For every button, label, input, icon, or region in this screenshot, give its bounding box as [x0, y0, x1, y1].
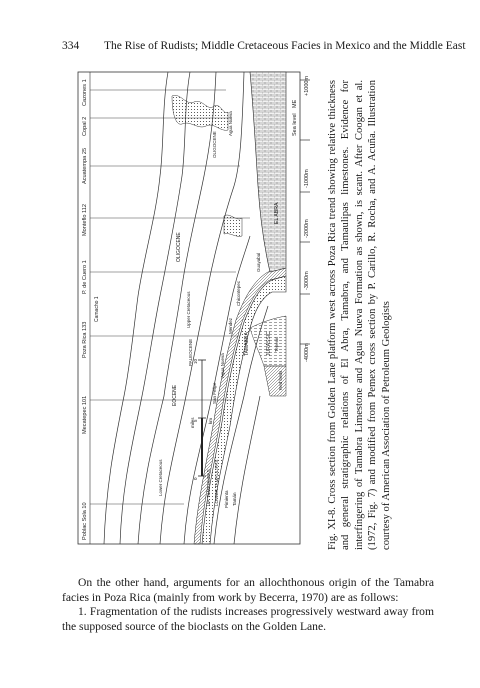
well-label: Acuatempa 25: [82, 148, 88, 184]
body-text: On the other hand, arguments for an allo…: [62, 576, 434, 634]
paragraph: On the other hand, arguments for an allo…: [62, 576, 434, 604]
formation-label: TAMABRA: [244, 332, 250, 356]
chicontepec-lens: [171, 95, 229, 131]
formation-label: Red beds: [278, 370, 283, 390]
scale-bar: 0 5 10 miles km: [190, 358, 213, 480]
scale-tick: 10: [193, 358, 198, 364]
formation-label: Mendez: [228, 317, 233, 334]
well-label: Mecatepec 101: [82, 396, 88, 434]
formation-label: OLIGOCENE: [176, 232, 182, 262]
formation-label: UP. TAMAULIPAS: [206, 469, 211, 506]
formation-label: Lower Cretaceous: [158, 459, 163, 496]
formation-label: Tepexic: [274, 336, 279, 352]
depth-label: -1000m: [304, 169, 310, 188]
datum-label: ME: [292, 99, 298, 108]
scale-label: miles: [190, 417, 195, 428]
formation-label: OLIGOCENE: [212, 131, 217, 158]
formation-label: Upper Cretaceous: [186, 291, 191, 328]
well-label: Camacho 1: [94, 296, 100, 322]
depth-scale: +1000m -1000m -2000m -3000m -4000m ME Se…: [292, 76, 310, 362]
paragraph: 1. Fragmentation of the rudists increase…: [62, 605, 434, 633]
formation-label: Guayabal: [256, 253, 261, 272]
formation-labels: OLIGOCENE EOCENE PALEOCENE Upper Cretace…: [158, 111, 283, 508]
well-label: Poza Rica 133: [82, 322, 88, 358]
depth-label: -4000m: [304, 343, 310, 362]
formation-label: Agua Nueva: [228, 111, 233, 136]
depth-label: -2000m: [304, 219, 310, 238]
formation-label: PALEOCENE: [188, 339, 193, 366]
formation-label: Tamán: [232, 492, 237, 506]
page-number: 334: [62, 40, 80, 52]
well-label: Copal 2: [82, 117, 88, 136]
figure-caption: Fig. XI-8. Cross section from Golden Lan…: [327, 80, 392, 550]
well-label: Monteflo 112: [82, 204, 88, 236]
depth-top-label: +1000m: [304, 76, 310, 96]
red-beds-unit: [263, 365, 287, 397]
figure-caption-wrap: Fig. XI-8. Cross section from Golden Lan…: [326, 70, 416, 554]
cross-section-figure: +1000m -1000m -2000m -3000m -4000m ME Se…: [64, 66, 394, 554]
el-abra-platform: [249, 71, 287, 273]
well-lines: [90, 89, 250, 505]
formation-label: JURASSIC: [266, 331, 272, 356]
formation-label: EOCENE: [172, 384, 178, 406]
scale-tick: 5: [193, 419, 198, 422]
page-header: 334 The Rise of Rudists; Middle Cretaceo…: [62, 40, 466, 56]
formation-label: Agua Nueva: [220, 353, 225, 378]
section-frame: [77, 71, 301, 545]
formation-label: San Felipe: [212, 382, 217, 404]
well-label: P. de Cuero 1: [82, 260, 88, 294]
horizons: [103, 71, 269, 545]
scale-tick: 0: [193, 477, 198, 480]
depth-label: -3000m: [304, 271, 310, 290]
running-title: The Rise of Rudists; Middle Cretaceous F…: [104, 40, 466, 52]
well-label: Cazones 1: [82, 79, 88, 106]
well-header: Poblac Sola 10 Mecatepec 101 Poza Rica 1…: [82, 72, 100, 544]
datum-label: Sea level: [292, 113, 298, 136]
chicontepec-lens: [223, 214, 243, 237]
formation-label: LOWER TAMAULIPAS: [214, 460, 219, 506]
cross-section-svg: +1000m -1000m -2000m -3000m -4000m ME Se…: [77, 71, 310, 545]
formation-label: Pimienta: [224, 490, 229, 508]
scale-unit: km: [208, 418, 213, 424]
formation-label: EL ABRA: [274, 202, 280, 224]
formation-label: Chicontepec: [236, 280, 241, 306]
well-label: Poblac Sola 10: [82, 502, 88, 540]
